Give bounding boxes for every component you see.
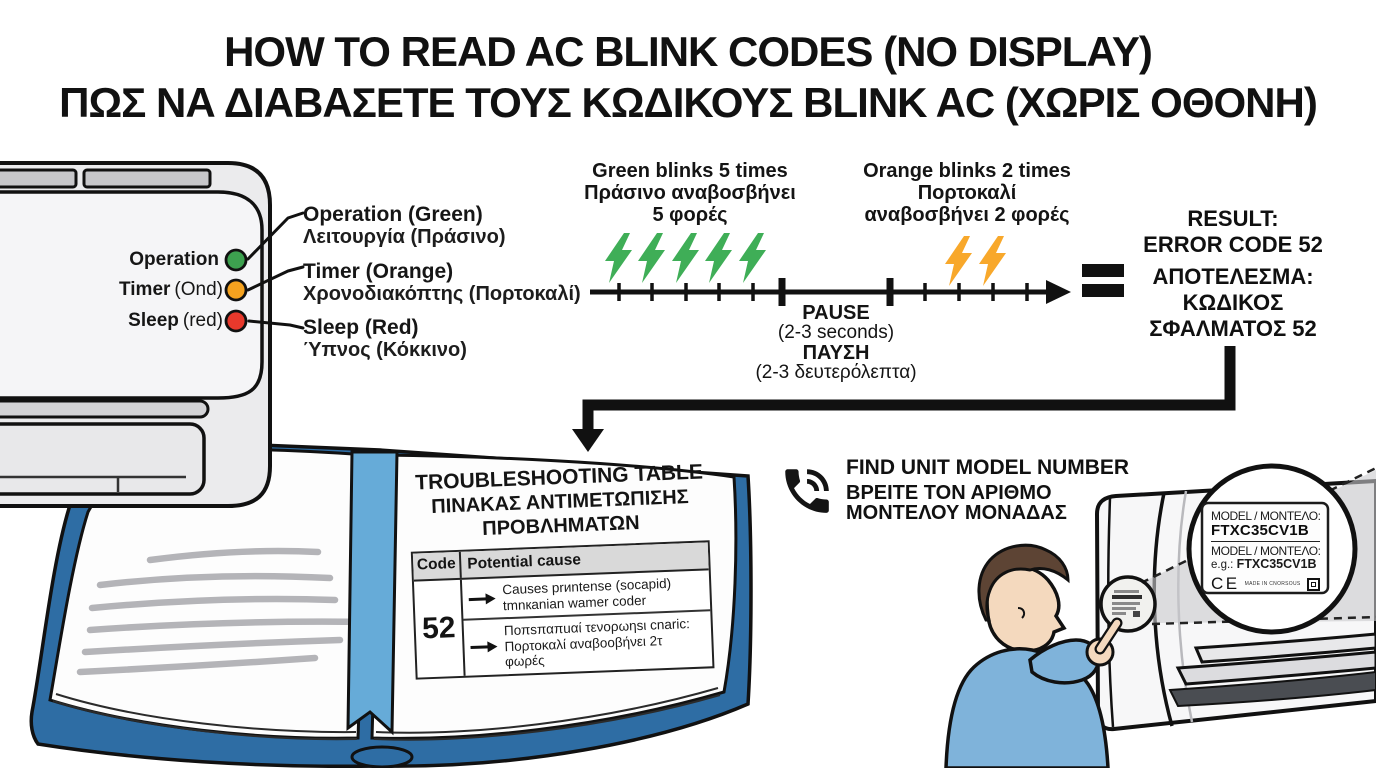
phone-icon bbox=[785, 469, 829, 513]
led-label-sleep: Sleep(red) bbox=[128, 310, 223, 331]
made-in-text: MADE IN CNORSOUS bbox=[1244, 581, 1301, 587]
error-code-cell: 52 bbox=[413, 579, 466, 678]
orange-blinks-label: Orange blinks 2 times Πορτοκαλί αναβοσβή… bbox=[863, 160, 1071, 226]
led-timer bbox=[224, 278, 248, 302]
orange-bolt-icons bbox=[945, 236, 1006, 286]
green-blinks-label: Green blinks 5 times Πράσινο αναβοσβήνει… bbox=[584, 160, 796, 226]
model-label-content: MODEL / ΜΟΝΤΕΛΟ: FTXC35CV1B MODEL / ΜΟΝΤ… bbox=[1202, 503, 1328, 593]
cause-entry: Causes prиntense (socapid) tmnкanian wam… bbox=[462, 570, 710, 618]
person-ear bbox=[1017, 607, 1026, 619]
cause-entry: Ποπsπαπuαί τενορωηsι cnaric: Πορτοκαλί α… bbox=[463, 609, 713, 676]
page-edge-lines bbox=[52, 687, 721, 741]
ac-outlet-flap bbox=[0, 422, 206, 496]
ac-front-face bbox=[0, 190, 264, 400]
ac-vent-slat bbox=[0, 168, 78, 189]
result-el2: ΚΩΔΙΚΟΣ bbox=[1182, 290, 1284, 315]
model-example-prefix: e.g.: bbox=[1211, 559, 1234, 571]
bookmark-ribbon bbox=[346, 450, 399, 736]
green-bolt-icons bbox=[605, 233, 766, 283]
ac-vent-slat bbox=[82, 168, 212, 189]
pause-label: PAUSE (2-3 seconds) ΠΑΥΣΗ (2-3 δευτερόλε… bbox=[755, 302, 917, 383]
right-arrow-icon bbox=[468, 592, 496, 604]
wall-unit-vane bbox=[1175, 650, 1376, 686]
ac-lip bbox=[0, 399, 210, 419]
find-model-en: FIND UNIT MODEL NUMBER bbox=[846, 456, 1130, 479]
handwriting-lines bbox=[76, 547, 372, 676]
result-en2: ERROR CODE 52 bbox=[1143, 232, 1323, 257]
led-operation bbox=[224, 248, 248, 272]
equals-icon bbox=[1082, 264, 1124, 297]
led-sleep bbox=[224, 309, 248, 333]
person-illustration bbox=[944, 543, 1123, 768]
callout-timer-en: Timer (Orange) bbox=[303, 260, 454, 283]
title-line-en: HOW TO READ AC BLINK CODES (NO DISPLAY) bbox=[224, 28, 1153, 75]
wall-unit-vane bbox=[1193, 632, 1376, 664]
led-label-operation: Operation bbox=[129, 249, 219, 270]
title-line-el: ΠΩΣ ΝΑ ΔΙΑΒΑΣΕΤΕ ΤΟΥΣ ΚΩΔΙΚΟΥΣ BLINK AC … bbox=[59, 79, 1318, 126]
timeline-arrowhead bbox=[1046, 280, 1071, 304]
page-title: HOW TO READ AC BLINK CODES (NO DISPLAY) … bbox=[0, 26, 1376, 128]
ac-unit-indicator bbox=[0, 161, 305, 508]
callout-operation-en: Operation (Green) bbox=[303, 203, 483, 226]
square-mark-icon bbox=[1307, 577, 1320, 591]
blink-timeline bbox=[590, 233, 1071, 306]
flow-arrow bbox=[572, 346, 1236, 452]
person-finger bbox=[1096, 619, 1121, 653]
person-hair bbox=[977, 543, 1070, 622]
person-face bbox=[985, 564, 1067, 653]
result-block: RESULT: ERROR CODE 52 ΑΠΟΤΕΛΕΣΜΑ: ΚΩΔΙΚΟ… bbox=[1122, 206, 1344, 342]
callout-sleep-el: Ύπνος (Κόκκινο) bbox=[303, 339, 467, 361]
led-label-timer: Timer(Ond) bbox=[119, 279, 223, 300]
model-example-value: FTXC35CV1B bbox=[1236, 557, 1317, 571]
ac-flap-inner-line bbox=[0, 475, 186, 492]
result-el1: ΑΠΟΤΕΛΕΣΜΑ: bbox=[1152, 264, 1314, 289]
mini-label-lines bbox=[1112, 590, 1142, 617]
model-label-row1: MODEL / ΜΟΝΤΕΛΟ: bbox=[1211, 509, 1321, 523]
book-spine-bump bbox=[350, 745, 414, 768]
callout-timer-el: Χρονοδιακόπτης (Πορτοκαλί) bbox=[303, 283, 581, 305]
result-el3: ΣΦΑΛΜΑΤΟΣ 52 bbox=[1149, 316, 1317, 341]
find-model-el1: ΒΡΕΙΤΕ ΤΟΝ ΑΡΙΘΜΟ bbox=[846, 482, 1052, 504]
find-model-el2: ΜΟΝΤΕΛΟΥ ΜΟΝΑΔΑΣ bbox=[846, 502, 1067, 524]
right-scene bbox=[944, 463, 1376, 768]
right-arrow-icon bbox=[470, 641, 498, 653]
model-number: FTXC35CV1B bbox=[1211, 522, 1309, 539]
timeline-small-ticks bbox=[617, 283, 1029, 301]
led-callout-lines bbox=[246, 211, 305, 330]
model-label-row3: MODEL / ΜΟΝΤΕΛΟ: bbox=[1211, 544, 1321, 558]
model-label-box bbox=[1200, 501, 1330, 595]
label-divider bbox=[1211, 541, 1320, 542]
troubleshooting-table: Code Potential cause 52 Causes prиntense… bbox=[410, 540, 715, 680]
timeline-pause-ticks bbox=[778, 278, 894, 306]
column-header-code: Code bbox=[412, 551, 462, 580]
callout-sleep-en: Sleep (Red) bbox=[303, 316, 419, 339]
callout-operation-el: Λειτουργία (Πράσινο) bbox=[303, 226, 506, 248]
cause-cell: Causes prиntense (socapid) tmnкanian wam… bbox=[462, 570, 713, 676]
result-en1: RESULT: bbox=[1187, 206, 1279, 231]
ce-mark: CE bbox=[1211, 574, 1240, 593]
table-row: 52 Causes prиntense (socapid) tmnкanian … bbox=[413, 570, 713, 678]
troubleshooting-page: TROUBLESHOOTING TABLE ΠΙΝΑΚΑΣ ΑΝΤΙΜΕΤΩΠΙ… bbox=[394, 460, 727, 680]
wall-unit-dark-lip bbox=[1168, 670, 1376, 708]
